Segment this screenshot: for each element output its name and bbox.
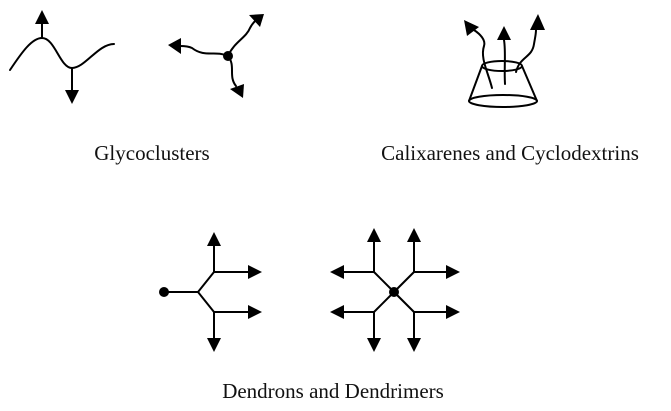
- dendron-icon: [159, 232, 262, 352]
- dendrimers-caption: Dendrons and Dendrimers: [222, 379, 444, 403]
- glycocluster-linear-icon: [9, 10, 115, 104]
- dendrimer-icon: [330, 228, 460, 352]
- calixarenes-caption: Calixarenes and Cyclodextrins: [381, 141, 639, 165]
- calixarene-cup-icon: [464, 14, 545, 108]
- glycocluster-trivalent-icon: [168, 14, 264, 98]
- glycoclusters-caption: Glycoclusters: [94, 141, 210, 165]
